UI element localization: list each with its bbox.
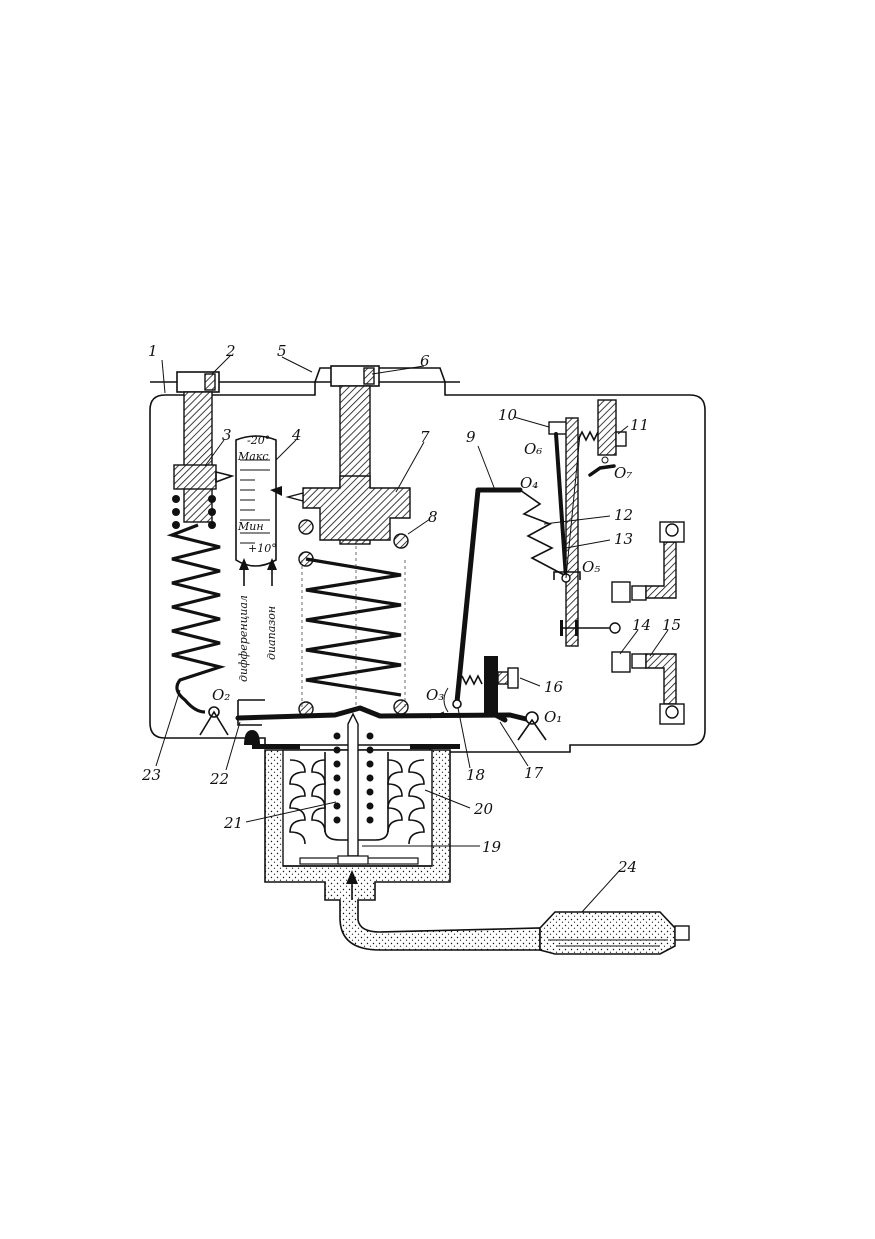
- fixed-contacts: [611, 521, 685, 725]
- label-20: 20: [473, 800, 494, 818]
- cover-line: [150, 367, 460, 383]
- range-nut: [285, 475, 411, 541]
- label-2: 2: [225, 342, 236, 360]
- label-22: 22: [209, 770, 229, 788]
- label-16: 16: [544, 678, 564, 696]
- pivot-label-o4: O₄: [520, 474, 538, 492]
- housing: [149, 381, 706, 753]
- label-12: 12: [614, 506, 633, 524]
- differential-spring-top: [172, 495, 216, 529]
- bellows-left-folds: [289, 759, 326, 845]
- scale-top-label: -20°: [247, 434, 270, 447]
- label-17: 17: [524, 764, 544, 782]
- label-10: 10: [498, 406, 518, 424]
- push-rod: [347, 712, 359, 857]
- scale-max-label: Макс: [237, 450, 269, 463]
- range-text: диапазон: [265, 606, 278, 660]
- contact-lever: [548, 417, 581, 647]
- label-3: 3: [222, 426, 232, 444]
- bulb-tip: [674, 925, 690, 941]
- bellows-spring: [333, 732, 374, 824]
- range-spring: [298, 519, 409, 717]
- label-19: 19: [482, 838, 502, 856]
- pivot-label-o6: O₆: [524, 440, 542, 458]
- pivot-label-o2: O₂: [212, 686, 230, 704]
- spring-12: [519, 489, 567, 577]
- pivot-label-o3: O₃: [426, 686, 444, 704]
- bellows-top-plate-left: [252, 744, 300, 749]
- lever-bracket: [237, 699, 265, 726]
- label-1: 1: [148, 342, 158, 360]
- differential-nut: [173, 464, 235, 490]
- pivot-o1: [525, 711, 539, 725]
- differential-spring: [166, 523, 226, 714]
- label-9: 9: [466, 428, 476, 446]
- pivot-o7: [601, 456, 609, 464]
- label-23: 23: [141, 766, 161, 784]
- pivot-label-o5: O₅: [582, 558, 600, 576]
- stop-element: [244, 730, 260, 745]
- label-11: 11: [630, 416, 649, 434]
- label-7: 7: [420, 428, 430, 446]
- scale-bottom-label: +10°: [248, 542, 277, 555]
- label-6: 6: [420, 352, 430, 370]
- moving-contact: [560, 620, 621, 636]
- pivot-label-o7: O₇: [614, 464, 632, 482]
- label-18: 18: [466, 766, 485, 784]
- bellows-top-plate-right: [410, 744, 460, 749]
- label-21: 21: [223, 814, 243, 832]
- leader-lines: [155, 355, 669, 913]
- lever-9: [454, 487, 523, 705]
- pivot-label-o1: O₁: [544, 708, 562, 726]
- pivot-o3: [452, 699, 462, 709]
- label-15: 15: [662, 616, 681, 634]
- label-8: 8: [428, 508, 438, 526]
- adjust-screw-16: [461, 656, 519, 723]
- differential-text: дифференциал: [237, 595, 250, 682]
- label-4: 4: [291, 426, 302, 444]
- scale-min-label: Мин: [237, 520, 264, 533]
- sensor-bulb: [539, 911, 676, 955]
- main-lever: [235, 705, 533, 723]
- bellows-right-folds: [387, 759, 425, 845]
- label-24: 24: [617, 858, 637, 876]
- label-13: 13: [614, 530, 633, 548]
- label-5: 5: [277, 342, 287, 360]
- label-14: 14: [632, 616, 651, 634]
